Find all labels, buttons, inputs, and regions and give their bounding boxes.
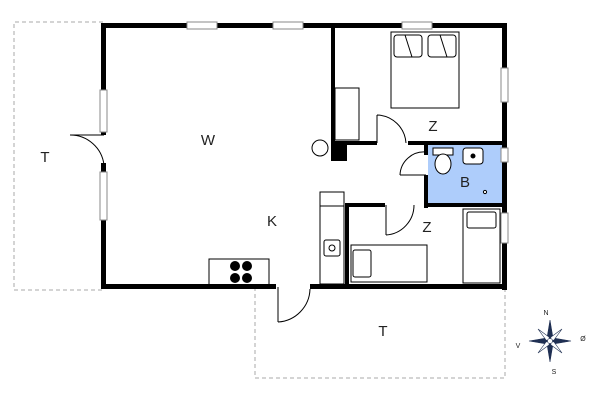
cabinet — [334, 87, 360, 141]
compass-west: V — [516, 343, 521, 350]
door-left-entrance — [69, 134, 105, 166]
kitchen-sink — [323, 239, 341, 257]
floor-drain — [482, 189, 488, 195]
double-bed — [390, 31, 460, 109]
toilet-bowl — [434, 153, 452, 175]
window-right-3 — [500, 212, 509, 244]
room-label-bedroom-bottom: Z — [422, 219, 431, 236]
compass-east: Ø — [580, 336, 586, 343]
windows — [99, 21, 509, 244]
room-label-bathroom: B — [460, 174, 470, 191]
window-left-1 — [99, 89, 108, 133]
room-label-terrace-left: T — [40, 149, 49, 166]
interior-walls — [331, 28, 507, 286]
kitchen-counter — [208, 191, 345, 286]
door-bathroom — [399, 151, 427, 176]
room-label-bedroom-top: Z — [428, 118, 437, 135]
room-label-terrace-bottom: T — [378, 323, 387, 340]
door-bedroom-top — [376, 114, 407, 144]
room-label-living: W — [201, 132, 216, 149]
window-top-3 — [401, 21, 433, 30]
window-right-2 — [500, 147, 509, 163]
terrace-left-outline — [13, 21, 103, 291]
cooktop — [230, 261, 252, 283]
compass-south: S — [552, 369, 557, 376]
terrace-bottom-outline — [254, 287, 506, 379]
door-bedroom-bottom — [385, 204, 415, 236]
single-bed-left — [350, 244, 428, 283]
window-left-2 — [99, 171, 108, 221]
compass-north: N — [543, 310, 548, 317]
bathroom-fixtures — [432, 147, 488, 195]
door-bottom-entrance — [277, 287, 311, 323]
single-bed-right — [462, 208, 501, 284]
window-right-1 — [500, 67, 509, 103]
window-top-2 — [272, 21, 304, 30]
compass-rose: N S V Ø — [516, 310, 587, 376]
stove — [311, 139, 329, 157]
compass-icon — [528, 319, 572, 363]
doors — [69, 114, 427, 323]
room-label-kitchen: K — [267, 213, 277, 230]
window-top-1 — [186, 21, 218, 30]
